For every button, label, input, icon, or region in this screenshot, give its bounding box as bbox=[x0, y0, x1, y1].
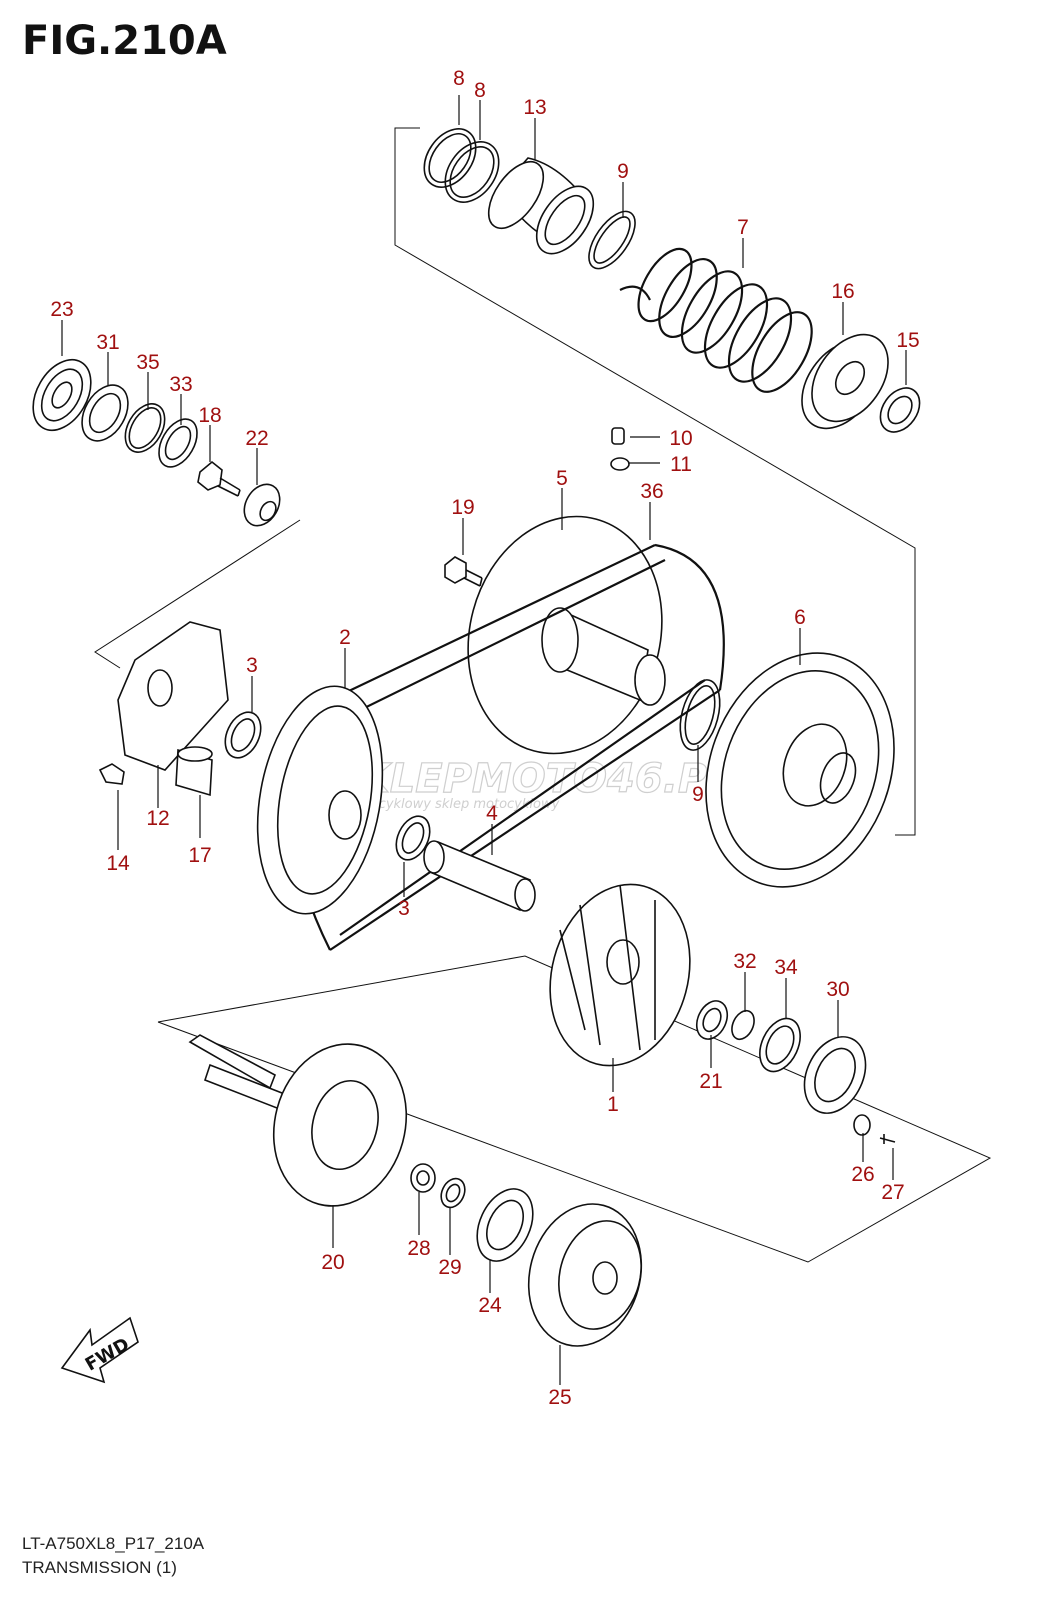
seal-34 bbox=[759, 1017, 801, 1073]
leader-lines bbox=[61, 95, 907, 1385]
callout-33: 33 bbox=[169, 373, 192, 396]
drive-belt-2 bbox=[291, 543, 725, 951]
callout-31: 31 bbox=[96, 331, 119, 354]
clutch-plate-12 bbox=[117, 621, 229, 771]
callout-16: 16 bbox=[831, 280, 854, 303]
figure-footer: LT-A750XL8_P17_210A TRANSMISSION (1) bbox=[22, 1532, 204, 1580]
callout-18: 18 bbox=[198, 404, 221, 427]
callout-11: 11 bbox=[670, 453, 692, 476]
spring-seat-16 bbox=[801, 333, 889, 430]
callout-27: 27 bbox=[881, 1181, 904, 1204]
model-code: LT-A750XL8_P17_210A bbox=[22, 1534, 205, 1553]
callout-10: 10 bbox=[669, 427, 692, 450]
ring-9-lower bbox=[679, 679, 721, 751]
washer-29 bbox=[440, 1177, 466, 1209]
callout-13: 13 bbox=[523, 96, 546, 119]
clutch-assembly-25 bbox=[527, 1203, 643, 1347]
bearing-31 bbox=[81, 384, 129, 442]
callout-3: 3 bbox=[246, 654, 258, 677]
callout-34: 34 bbox=[774, 956, 798, 979]
driven-pulley-6 bbox=[705, 652, 895, 888]
callout-21: 21 bbox=[699, 1070, 722, 1093]
callout-25: 25 bbox=[548, 1386, 571, 1409]
circlip-35 bbox=[124, 403, 166, 453]
bushing-17 bbox=[175, 746, 213, 797]
callout-3: 3 bbox=[398, 897, 410, 920]
bearing-30 bbox=[803, 1036, 867, 1114]
callout-17: 17 bbox=[188, 844, 211, 867]
secondary-shaft-housing-20 bbox=[188, 1034, 408, 1207]
bolt-19 bbox=[444, 556, 483, 587]
callout-6: 6 bbox=[794, 606, 806, 629]
callout-26: 26 bbox=[851, 1163, 874, 1186]
callout-8: 8 bbox=[453, 67, 465, 90]
nut-15 bbox=[879, 387, 921, 433]
callout-32: 32 bbox=[733, 950, 756, 973]
figure-title: FIG.210A bbox=[22, 18, 227, 64]
callout-30: 30 bbox=[826, 978, 849, 1001]
watermark-text: SKLEPMOTO46.PL bbox=[330, 756, 733, 802]
spacer-4 bbox=[423, 840, 536, 912]
section-name: TRANSMISSION (1) bbox=[22, 1558, 177, 1577]
callout-22: 22 bbox=[245, 427, 268, 450]
washer-3-upper bbox=[224, 711, 262, 759]
callout-4: 4 bbox=[486, 802, 498, 825]
washer-11 bbox=[610, 457, 630, 471]
callout-19: 19 bbox=[451, 496, 474, 519]
bolt-18 bbox=[197, 460, 241, 497]
callout-9: 9 bbox=[617, 160, 629, 183]
clip-14 bbox=[98, 763, 125, 785]
ring-9-upper bbox=[588, 210, 636, 270]
assembly-boundary-lines bbox=[94, 127, 992, 1263]
callout-7: 7 bbox=[737, 216, 749, 239]
collar-21 bbox=[695, 1000, 729, 1040]
o-ring-32 bbox=[731, 1009, 755, 1041]
nut-28 bbox=[410, 1163, 436, 1193]
oil-seal-23 bbox=[32, 358, 92, 432]
washer-26 bbox=[853, 1114, 871, 1136]
callout-35: 35 bbox=[136, 351, 159, 374]
fwd-arrow-icon: FWD bbox=[60, 1316, 139, 1384]
washer-33 bbox=[158, 418, 198, 468]
callout-labels: 8 8 13 9 7 16 15 23 31 35 33 18 22 10 11… bbox=[50, 67, 919, 1409]
callout-36: 36 bbox=[640, 480, 663, 503]
callout-1: 1 bbox=[607, 1093, 619, 1116]
callout-28: 28 bbox=[407, 1237, 430, 1260]
callout-8: 8 bbox=[474, 79, 486, 102]
collar-22 bbox=[243, 483, 281, 527]
callout-15: 15 bbox=[896, 329, 919, 352]
pin-10 bbox=[611, 427, 625, 445]
watermark-subtext: motocyklowy sklep motocyklowy bbox=[345, 797, 560, 812]
watermark: SKLEPMOTO46.PL motocyklowy sklep motocyk… bbox=[329, 755, 733, 812]
fan-1 bbox=[549, 883, 691, 1067]
callout-5: 5 bbox=[556, 467, 568, 490]
callout-14: 14 bbox=[106, 852, 130, 875]
cam-sleeve-13 bbox=[487, 157, 595, 255]
callout-24: 24 bbox=[478, 1294, 502, 1317]
callout-2: 2 bbox=[339, 626, 351, 649]
driven-face-5 bbox=[467, 515, 666, 755]
drive-face-2 bbox=[256, 685, 384, 915]
callout-20: 20 bbox=[321, 1251, 344, 1274]
callout-23: 23 bbox=[50, 298, 73, 321]
washer-3-lower bbox=[395, 815, 431, 861]
spring-7 bbox=[619, 247, 813, 393]
callout-29: 29 bbox=[438, 1256, 461, 1279]
screw-27 bbox=[879, 1134, 896, 1144]
callout-12: 12 bbox=[146, 807, 169, 830]
snap-ring-8-pair bbox=[423, 128, 500, 203]
bearing-24 bbox=[476, 1188, 534, 1262]
callout-9: 9 bbox=[692, 783, 704, 806]
